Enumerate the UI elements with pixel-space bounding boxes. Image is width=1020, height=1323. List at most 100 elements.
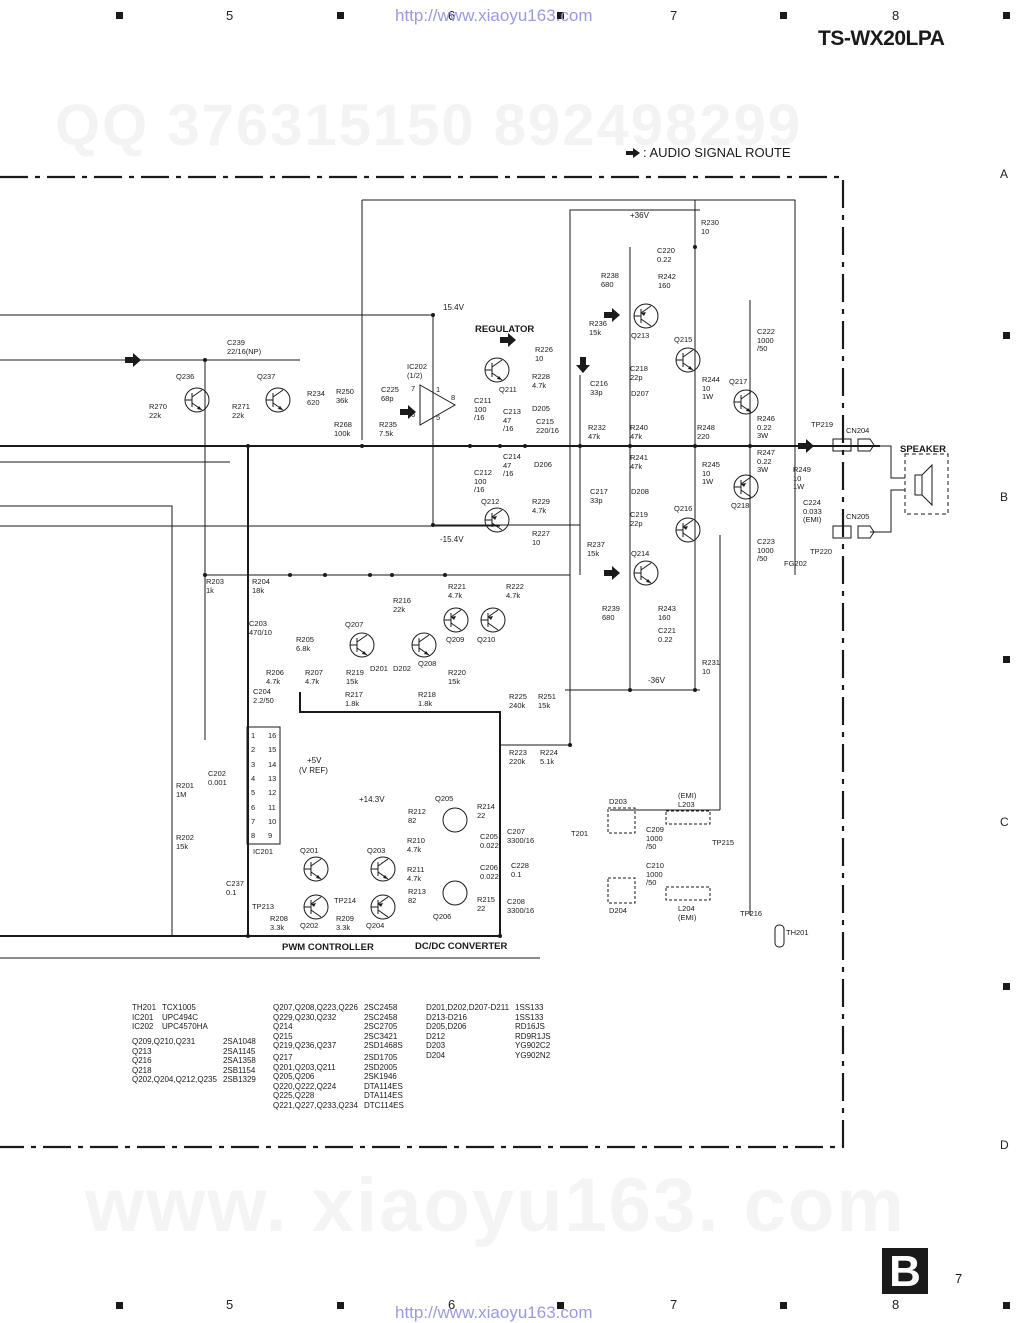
component-value: 10 [535,353,544,363]
part-refs: Q205,Q206 [273,1072,315,1081]
component-ref: R207 [305,668,323,677]
component-ref: R205 [296,635,314,644]
component-ref: Q203 [367,846,386,855]
row-letter: B [1000,490,1009,504]
component-value: 4.7k [506,590,521,600]
part-refs: TH201 [132,1003,157,1012]
component-value: 22 [477,903,486,913]
component-ref: C208 [507,897,525,906]
component-ref: R223 [509,748,527,757]
component-label-d204: D204 [609,906,627,916]
component-ref: R224 [540,748,558,757]
part-refs: Q220,Q222,Q224 [273,1081,337,1091]
component-label-tp220: TP220 [810,547,832,557]
component-value: 68p [381,393,394,403]
component-ref: R210 [407,836,425,845]
component-value: 36k [336,395,349,405]
part-number: 2SC2458 [363,1012,398,1022]
component-ref: C206 [480,863,498,872]
part-refs: D201,D202,D207-D211 [426,1003,510,1012]
component-value: 3W [757,465,769,474]
component-value: 22k [393,604,406,614]
ic201-pin: 16 [268,731,277,740]
part-number: 2SB1329 [222,1075,256,1084]
component-value: 0.022 [480,840,499,850]
component-ref: C221 [658,626,676,635]
part-number: DTC114ES [363,1100,404,1110]
component-ref: Q206 [433,912,452,921]
component-label-d203: D203 [609,797,627,807]
component-value: 10 [701,226,710,236]
component-value: 160 [658,280,671,290]
component-ref: Q215 [674,335,693,344]
speaker-box [904,453,949,515]
transistor-q204 [370,894,396,920]
component-ref: R232 [588,423,606,432]
component-ref: C217 [590,487,608,496]
component-value: 0.001 [208,777,227,787]
block-label-regulator: REGULATOR [475,324,535,335]
component-value: 1000 [646,869,663,879]
grid-marker [337,1302,344,1309]
part-refs: Q216 [132,1056,152,1065]
component-ref: R239 [602,604,620,613]
component-value: 0.22 [757,456,772,466]
rail-label-n15v: -15.4V [440,535,464,544]
column-number: 6 [448,8,456,23]
header-url-link[interactable]: http://www.xiaoyu163.com [395,6,593,25]
part-number: 1SS133 [515,1012,544,1022]
component-value: 15k [589,327,602,337]
component-ref: R250 [336,387,354,396]
component-label-q236: Q236 [176,372,195,382]
component-value: 10 [532,537,541,547]
part-refs: Q209,Q210,Q231 [132,1037,196,1046]
component-ref: Q237 [257,372,276,381]
grid-marker [1003,656,1010,663]
component-ref: R202 [176,833,194,842]
component-label-l204: L204(EMI) [678,904,697,922]
component-value: (EMI) [803,515,822,524]
component-value: 33p [590,495,603,505]
footer-url-link[interactable]: http://www.xiaoyu163.com [395,1303,593,1322]
component-value: 0.1 [226,887,237,897]
component-ref: R230 [701,218,719,227]
component-value: 220 [697,431,710,441]
column-number: 7 [670,1297,678,1312]
component-ref: R270 [149,402,167,411]
transistor-q218 [733,474,759,500]
transistor-q203 [370,856,396,882]
component-value: 240k [509,700,526,710]
component-ref: Q236 [176,372,195,381]
component-label-d206: D206 [534,460,552,470]
component-label-q211: Q211 [499,385,517,395]
component-ref: Q213 [631,331,650,340]
component-value: (EMI) [678,912,697,922]
component-ref: R245 [702,460,720,469]
component-label-th201: TH201 [786,928,809,938]
component-ref: D204 [609,906,627,915]
